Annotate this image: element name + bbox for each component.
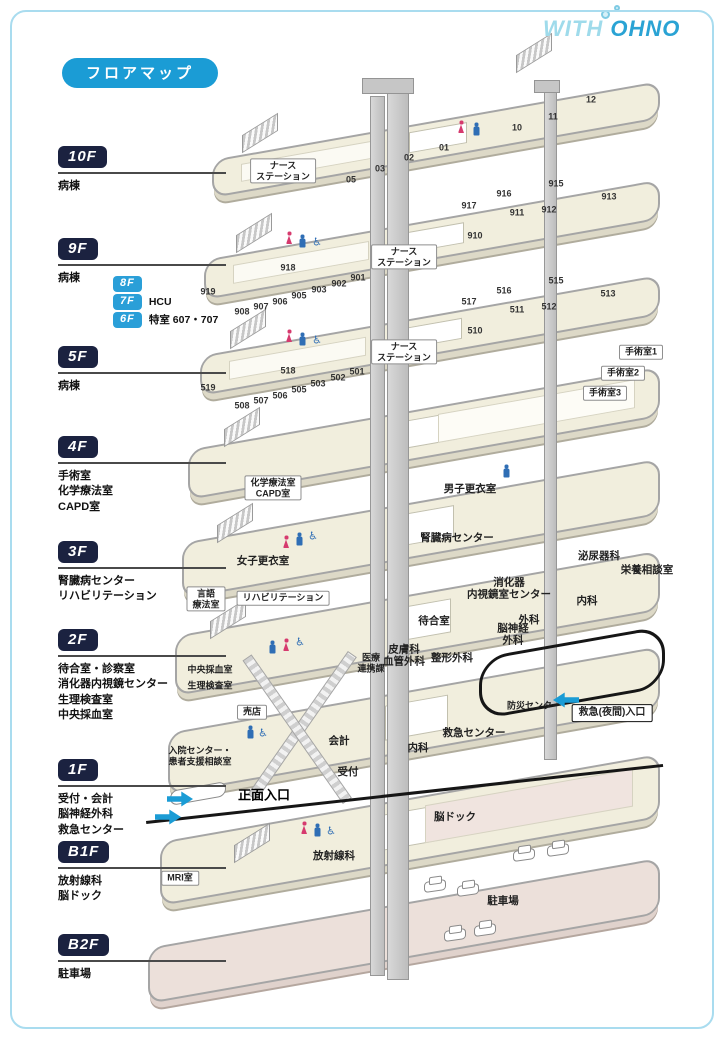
logo-dot-icon [601,10,610,19]
floor-desc: HCU [148,295,172,308]
orthopedics-label: 整形外科 [431,651,473,664]
floor-legend-b2f: B2F 駐車場 [58,934,234,982]
female-person-icon [286,231,293,245]
floor-desc: 病棟 [58,380,80,392]
legend-underline [58,867,226,869]
rehabilitation-label: リハビリテーション [236,590,330,606]
floor-badge: 2F [58,629,98,651]
logo-with: WITH [543,16,604,41]
room-number-label: 905 [291,290,307,301]
floor-badge: 5F [58,346,98,368]
operating-room-1-label: 手術室1 [618,344,664,360]
floor-desc: 待合室・診察室 消化器内視鏡センター 生理検査室 中央採血室 [58,663,168,722]
elevator-lobby-area [409,122,468,154]
room-number-label: 517 [461,296,477,307]
legend-underline [58,960,226,962]
brand-logo: WITH OHNO [543,5,681,42]
floor-badge: 9F [58,238,98,260]
floor-desc: 駐車場 [58,968,91,980]
floor-legend-8f: 8F [113,276,149,292]
elevator-shaft [387,88,409,980]
floor-badge: B2F [58,934,110,956]
floor-badge: 3F [58,541,98,563]
ward-wing-area [233,240,369,284]
reception-label: 受付 [337,765,359,778]
room-number-label: 906 [272,296,288,307]
room-number-label: 901 [350,272,366,283]
room-number-label: 516 [496,285,512,296]
legend-underline [58,567,226,569]
room-number-label: 902 [331,278,347,289]
room-number-label: 503 [310,378,326,389]
floor-badge: 10F [58,146,107,168]
floor-desc: 病棟 [58,272,80,284]
male-person-icon [503,464,510,478]
floor-slab-10f [212,81,660,198]
car-icon [513,847,535,863]
room-number-label: 505 [291,384,307,395]
legend-underline [58,785,226,787]
floor-legend-6f: 6F 特室 607・707 [113,312,218,328]
ward-wing-area [229,336,367,380]
car-icon [424,878,446,894]
legend-underline [58,655,226,657]
floor-legend-7f: 7F HCU [113,294,172,310]
floor-desc: 手術室 化学療法室 CAPD室 [58,470,113,513]
floor-desc: 腎臓病センター リハビリテーション [58,575,157,603]
room-number-label: 917 [461,200,477,211]
legend-underline [58,372,226,374]
legend-underline [58,462,226,464]
floor-legend-1f: 1F 受付・会計 脳神経外科 救急センター [58,759,234,838]
floor-legend-5f: 5F 病棟 [58,346,234,394]
floor-badge: 1F [58,759,98,781]
rooftop-structure [534,80,560,93]
operating-suite-area [438,379,635,443]
legend-underline [58,172,226,174]
car-icon [547,842,569,858]
floor-badge: 6F [113,312,142,328]
stairs-icon [236,212,272,254]
floor-legend-4f: 4F 手術室 化学療法室 CAPD室 [58,436,234,515]
logo-ohno: OHNO [610,16,681,41]
floor-badge: B1F [58,841,110,863]
floor-badge: 8F [113,276,142,292]
room-number-label: 903 [311,284,327,295]
room-number-label: 908 [234,306,250,317]
elevator-lobby-area [402,317,462,350]
floor-desc: 受付・会計 脳神経外科 救急センター [58,793,124,836]
floor-badge: 4F [58,436,98,458]
stairs-icon [230,308,266,350]
ward-wing-area [240,140,374,183]
elevator-lobby-area [404,221,464,254]
stairs-icon [242,112,278,154]
logo-dot-icon [614,5,620,11]
floor-legend-2f: 2F 待合室・診察室 消化器内視鏡センター 生理検査室 中央採血室 [58,629,234,724]
elevator-shaft [370,96,385,976]
room-number-label: 507 [253,395,269,406]
floor-legend-b1f: B1F 放射線科 脳ドック [58,841,234,905]
room-number-label: 05 [345,174,357,185]
room-number-label: 506 [272,390,288,401]
floor-legend-9f: 9F 病棟 [58,238,234,286]
floor-desc: 病棟 [58,180,80,192]
rooftop-structure [362,78,414,94]
room-number-label: 502 [330,372,346,383]
room-number-label: 916 [496,188,512,199]
page-title: フロアマップ [62,58,219,88]
floor-badge: 7F [113,294,142,310]
room-number-label: 508 [234,400,250,411]
floor-desc: 特室 607・707 [148,313,219,326]
floor-slab-9f [204,179,660,300]
floor-legend-3f: 3F 腎臓病センター リハビリテーション [58,541,234,605]
floor-desc: 放射線科 脳ドック [58,875,102,903]
legend-underline [58,264,226,266]
floor-legend-10f: 10F 病棟 [58,146,234,194]
